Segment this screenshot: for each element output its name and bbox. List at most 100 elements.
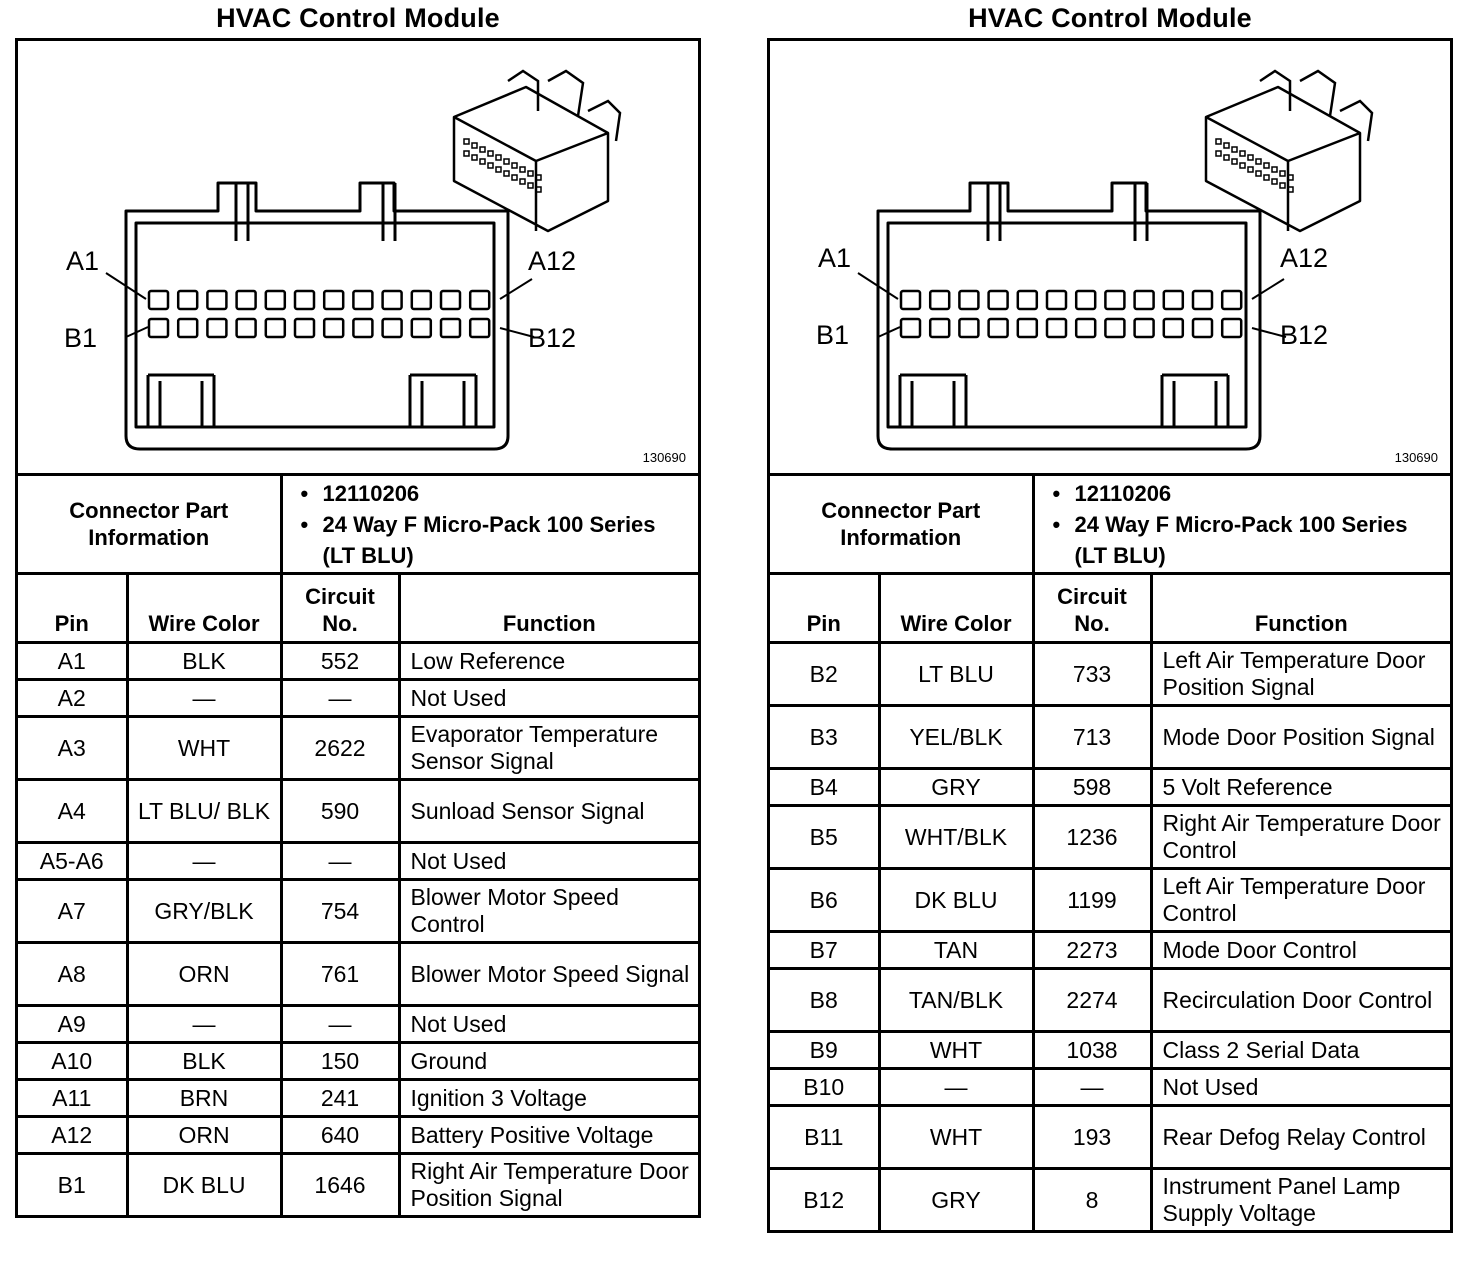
connector-part-info-label: Connector Part Information — [770, 476, 1035, 575]
circuit-cell: 193 — [1031, 1104, 1153, 1170]
pin-cell: B8 — [770, 967, 881, 1033]
function-cell: Instrument Panel Lamp Supply Voltage — [1149, 1167, 1450, 1233]
table-row: A9——Not Used — [18, 1004, 698, 1044]
header-function: Function — [397, 575, 698, 644]
circuit-cell: 150 — [279, 1041, 401, 1081]
pin-leader-line — [105, 272, 535, 338]
pin-cell: B4 — [770, 767, 881, 807]
thumbnail-pin — [1255, 170, 1262, 177]
connector-inner-wall — [134, 221, 496, 429]
thumbnail-pin — [479, 158, 486, 165]
thumbnail-pin — [471, 142, 478, 149]
thumbnail-pin — [1271, 178, 1278, 185]
thumbnail-pin — [479, 146, 486, 153]
connector-thumbnail-icon — [452, 85, 610, 233]
connector-drawing: A1 A12 B1 B12 130690 — [770, 41, 1450, 476]
pin-cell: B9 — [770, 1030, 881, 1070]
pin-cavity — [1133, 289, 1155, 311]
pin-cell: B5 — [770, 804, 881, 870]
circuit-cell: 2622 — [279, 715, 401, 781]
header-circuit-no: Circuit No. — [279, 575, 401, 644]
figure-number: 130690 — [1394, 450, 1438, 465]
pin-cavity — [235, 289, 257, 311]
pin-cavity — [899, 289, 922, 311]
function-cell: Rear Defog Relay Control — [1149, 1104, 1450, 1170]
function-cell: Not Used — [397, 678, 698, 718]
pin-cavity — [1162, 289, 1185, 311]
thumbnail-pin — [519, 166, 526, 173]
pin-cavity — [987, 289, 1009, 311]
pin-label-b12: B12 — [1280, 320, 1329, 350]
pin-label-a12: A12 — [528, 246, 577, 276]
pin-cavity — [1074, 289, 1097, 311]
wire-color-cell: LT BLU — [877, 642, 1035, 707]
pinout-header-row: Pin Wire Color Circuit No. Function — [770, 575, 1450, 644]
left-panel: HVAC Control Module A1 A12 B1 B12 130690… — [15, 0, 701, 1218]
connector-inner-wall — [886, 221, 1248, 429]
wire-color-cell: — — [125, 678, 283, 718]
circuit-cell: 713 — [1031, 704, 1153, 770]
circuit-cell: 1038 — [1031, 1030, 1153, 1070]
wire-color-cell: ORN — [125, 941, 283, 1007]
pin-cavity — [439, 317, 462, 339]
circuit-cell: 761 — [279, 941, 401, 1007]
header-pin: Pin — [770, 575, 881, 644]
function-cell: Blower Motor Speed Control — [397, 878, 698, 944]
pin-cell: B1 — [18, 1152, 129, 1218]
thumbnail-pin — [1247, 166, 1254, 173]
pin-cavity — [1074, 317, 1097, 339]
circuit-cell: 552 — [279, 642, 401, 681]
thumbnail-pin — [503, 158, 510, 165]
circuit-cell: — — [279, 1004, 401, 1044]
table-row: B10——Not Used — [770, 1067, 1450, 1107]
pin-cavity — [322, 289, 345, 311]
thumbnail-pin — [1215, 150, 1222, 157]
pin-cell: B3 — [770, 704, 881, 770]
function-cell: Right Air Temperature Door Control — [1149, 804, 1450, 870]
module-frame: A1 A12 B1 B12 130690 Connector Part Info… — [767, 38, 1453, 1233]
pin-cell: B2 — [770, 642, 881, 707]
module-title: HVAC Control Module — [968, 3, 1252, 33]
circuit-cell: 241 — [279, 1078, 401, 1118]
pin-cavity — [206, 289, 228, 311]
wire-color-cell: WHT — [877, 1104, 1035, 1170]
pin-cell: A5-A6 — [18, 841, 129, 881]
wire-color-cell: BLK — [125, 1041, 283, 1081]
thumbnail-pin — [495, 154, 502, 161]
pin-cavity — [293, 289, 316, 311]
pin-cell: A9 — [18, 1004, 129, 1044]
thumbnail-pin — [511, 162, 518, 169]
pin-cavity — [1016, 289, 1039, 311]
connector-description: 24 Way F Micro-Pack 100 Series (LT BLU) — [1053, 509, 1445, 571]
circuit-cell: 754 — [279, 878, 401, 944]
pin-cavity — [468, 317, 491, 339]
header-circuit-no: Circuit No. — [1031, 575, 1153, 644]
pin-cavity — [1191, 317, 1214, 339]
wire-color-cell: BLK — [125, 642, 283, 681]
circuit-cell: 1236 — [1031, 804, 1153, 870]
pin-leader-line — [857, 272, 1287, 338]
connector-part-info-label: Connector Part Information — [18, 476, 283, 575]
pin-cavity — [322, 317, 345, 339]
pin-cavity — [352, 289, 374, 311]
wire-color-cell: GRY — [877, 1167, 1035, 1233]
function-cell: Not Used — [397, 1004, 698, 1044]
pin-cavity — [293, 317, 316, 339]
figure-number: 130690 — [642, 450, 686, 465]
part-number: 12110206 — [1053, 478, 1445, 509]
connector-info-table: Connector Part Information 12110206 24 W… — [770, 476, 1450, 575]
thumbnail-pin — [1263, 174, 1270, 181]
circuit-cell: 2274 — [1031, 967, 1153, 1033]
module-frame: A1 A12 B1 B12 130690 Connector Part Info… — [15, 38, 701, 1218]
connector-housing — [124, 181, 510, 451]
thumbnail-pin — [1231, 146, 1238, 153]
pin-cell: A4 — [18, 778, 129, 844]
thumbnail-pin — [1287, 186, 1294, 193]
